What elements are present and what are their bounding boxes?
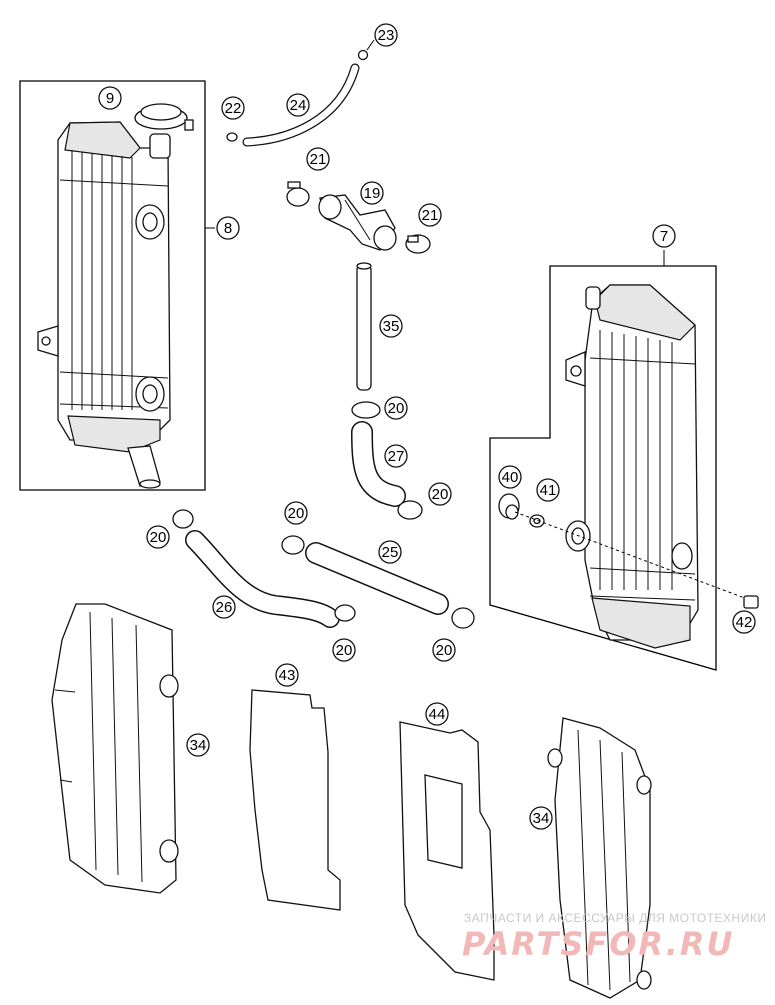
callout-20-f: 20 (432, 638, 456, 662)
callout-21-left: 21 (306, 147, 330, 171)
hose-clamp-20-f[interactable] (451, 607, 475, 629)
callout-21-right: 21 (418, 203, 442, 227)
radiator-guard-34-left[interactable] (51, 603, 179, 894)
svg-text:20: 20 (388, 400, 405, 417)
svg-text:42: 42 (736, 614, 753, 631)
callout-43: 43 (275, 663, 299, 687)
hose-clamp-20-d[interactable] (334, 604, 356, 622)
hose-clamp-20-a[interactable] (351, 401, 381, 419)
callout-40: 40 (498, 465, 522, 489)
callout-41: 41 (536, 478, 560, 502)
hose-clamp-20-b[interactable] (397, 500, 423, 520)
svg-text:41: 41 (540, 482, 557, 499)
bolt-42[interactable] (743, 595, 759, 609)
svg-text:44: 44 (429, 706, 446, 723)
svg-text:20: 20 (432, 486, 449, 503)
small-clamp-22[interactable] (226, 132, 238, 142)
svg-text:34: 34 (533, 810, 550, 827)
hose-27[interactable] (351, 421, 406, 507)
mesh-screen-44[interactable] (399, 721, 495, 981)
callout-35: 35 (379, 314, 403, 338)
right-radiator-group (489, 250, 717, 671)
callout-34-left: 34 (186, 733, 210, 757)
svg-text:7: 7 (660, 228, 668, 245)
svg-text:40: 40 (502, 469, 519, 486)
vent-hose-24[interactable] (242, 63, 360, 147)
svg-text:35: 35 (383, 318, 400, 335)
callout-20-e: 20 (332, 638, 356, 662)
svg-text:26: 26 (216, 599, 233, 616)
callout-23: 23 (374, 23, 398, 47)
callout-20-b: 20 (428, 482, 452, 506)
svg-text:27: 27 (388, 448, 405, 465)
svg-text:34: 34 (190, 737, 207, 754)
left-radiator-group (19, 80, 215, 491)
svg-text:24: 24 (290, 97, 307, 114)
svg-text:20: 20 (150, 529, 167, 546)
svg-text:22: 22 (225, 100, 242, 117)
callout-20-c: 20 (146, 525, 170, 549)
callout-42: 42 (732, 610, 756, 634)
callout-9: 9 (98, 86, 122, 110)
hose-clamp-20-e[interactable] (281, 535, 305, 555)
callout-27: 27 (384, 444, 408, 468)
right-radiator[interactable] (565, 284, 699, 649)
svg-text:21: 21 (310, 151, 327, 168)
coolant-pipe-35[interactable] (356, 262, 372, 391)
watermark-brand: PARTSFOR.RU (462, 925, 734, 963)
hose-25[interactable] (305, 542, 449, 615)
callout-20-a: 20 (384, 396, 408, 420)
mesh-screen-43[interactable] (249, 689, 341, 911)
svg-text:8: 8 (224, 220, 232, 237)
callout-34-right: 34 (529, 806, 553, 830)
svg-text:9: 9 (106, 90, 114, 107)
callout-22: 22 (221, 96, 245, 120)
left-radiator[interactable] (37, 103, 194, 489)
callout-7: 7 (652, 224, 676, 248)
hose-clamp-21-right[interactable] (405, 234, 431, 254)
callout-44: 44 (425, 702, 449, 726)
watermark-tagline: ЗАПЧАСТИ И АКСЕССУАРЫ ДЛЯ МОТОТЕХНИКИ (464, 911, 766, 925)
svg-text:19: 19 (364, 185, 381, 202)
small-clamp-23[interactable] (357, 39, 375, 61)
callout-26: 26 (212, 595, 236, 619)
svg-text:20: 20 (436, 642, 453, 659)
hose-26[interactable] (185, 530, 340, 628)
washer-41[interactable] (529, 514, 545, 528)
hose-clamp-21-left[interactable] (286, 181, 310, 207)
grommet-40[interactable] (498, 493, 520, 520)
svg-text:21: 21 (422, 207, 439, 224)
callout-8: 8 (216, 216, 240, 240)
svg-text:25: 25 (382, 544, 399, 561)
callout-19: 19 (360, 181, 384, 205)
svg-text:20: 20 (288, 505, 305, 522)
watermark: ЗАПЧАСТИ И АКСЕССУАРЫ ДЛЯ МОТОТЕХНИКИ PA… (462, 911, 766, 963)
svg-text:20: 20 (336, 642, 353, 659)
svg-text:43: 43 (279, 667, 296, 684)
hose-clamp-20-c[interactable] (172, 509, 194, 529)
svg-text:23: 23 (378, 27, 395, 44)
callout-25: 25 (378, 540, 402, 564)
callout-24: 24 (286, 93, 310, 117)
thermostat-housing-19[interactable] (318, 194, 397, 251)
callout-20-d: 20 (284, 501, 308, 525)
radiator-guard-34-right[interactable] (547, 717, 652, 999)
